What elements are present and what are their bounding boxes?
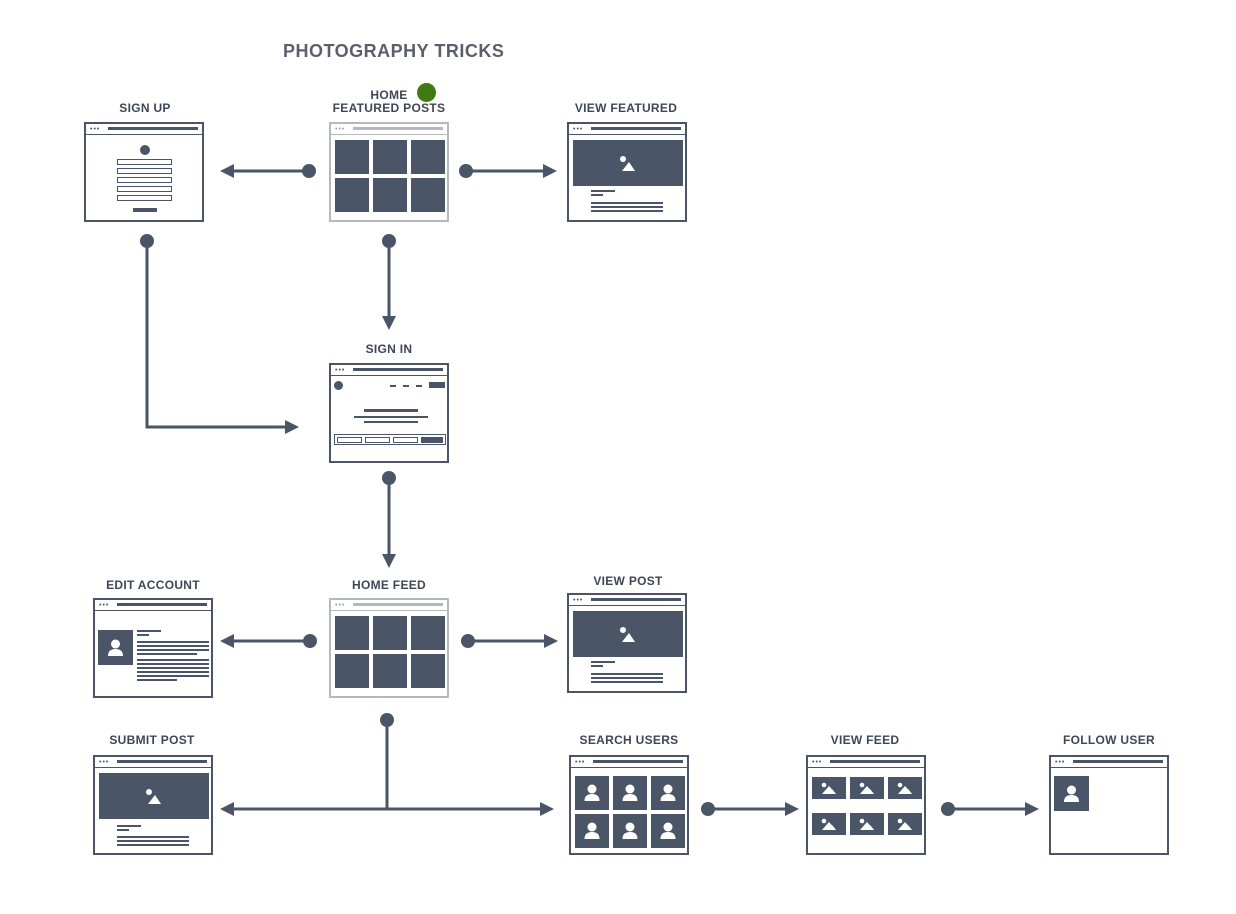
arrow-head — [285, 420, 299, 434]
image-icon — [859, 782, 874, 794]
user-icon — [108, 639, 123, 656]
connector-start-dot — [302, 164, 316, 178]
connector-start-dot — [140, 234, 154, 248]
screen-edit-account: ••• — [93, 598, 213, 698]
label-submit-post: SUBMIT POST — [109, 733, 195, 747]
user-icon — [584, 822, 600, 839]
screen-sign-in: ••• — [329, 363, 449, 463]
user-icon — [660, 822, 676, 839]
screen-sign-up: ••• — [84, 122, 204, 222]
user-icon — [660, 784, 676, 801]
image-icon — [897, 782, 912, 794]
image-icon — [859, 818, 874, 830]
image-icon — [146, 789, 161, 804]
arrow-head — [220, 634, 234, 648]
arrow-head — [543, 164, 557, 178]
image-icon — [897, 818, 912, 830]
image-icon — [620, 627, 635, 642]
screen-home-featured: ••• — [329, 122, 449, 222]
user-tile — [613, 814, 647, 848]
form-field — [117, 195, 172, 201]
feed-image-tile — [850, 777, 884, 799]
user-icon — [622, 784, 638, 801]
form-field — [117, 168, 172, 174]
image-icon — [821, 782, 836, 794]
label-home: HOME — [370, 88, 408, 102]
arrow-head — [382, 316, 396, 330]
arrow-head — [220, 164, 234, 178]
label-view-post: VIEW POST — [593, 574, 663, 588]
connector-start-dot — [380, 713, 394, 727]
screen-home-feed: ••• — [329, 598, 449, 698]
label-home-feed: HOME FEED — [351, 578, 427, 592]
screen-submit-post: ••• — [93, 755, 213, 855]
user-avatar — [140, 145, 150, 155]
form-field — [117, 177, 172, 183]
label-edit-account: EDIT ACCOUNT — [106, 578, 200, 592]
user-tile — [651, 814, 685, 848]
diagram-title: PHOTOGRAPHY TRICKS — [283, 41, 505, 61]
arrow-head — [540, 802, 554, 816]
label-search-users: SEARCH USERS — [579, 733, 679, 747]
connector-start-dot — [941, 802, 955, 816]
image-icon — [620, 156, 635, 171]
connector-start-dot — [701, 802, 715, 816]
form-field — [117, 159, 172, 165]
connector-start-dot — [382, 471, 396, 485]
user-icon — [622, 822, 638, 839]
user-tile — [575, 814, 609, 848]
feed-image-tile — [888, 777, 922, 799]
logo — [334, 381, 343, 390]
screen-view-featured: ••• — [567, 122, 687, 222]
label-sign-up: SIGN UP — [119, 101, 171, 115]
arrow-head — [544, 634, 558, 648]
status-dot — [417, 83, 436, 102]
user-icon — [584, 784, 600, 801]
connector-start-dot — [382, 234, 396, 248]
feed-image-tile — [888, 813, 922, 835]
screen-follow-user: ••• — [1049, 755, 1169, 855]
screen-view-post: ••• — [567, 593, 687, 693]
arrow-head — [220, 802, 234, 816]
user-tile — [651, 776, 685, 810]
user-tile — [575, 776, 609, 810]
connector-start-dot — [459, 164, 473, 178]
feed-image-tile — [850, 813, 884, 835]
label-view-feed: VIEW FEED — [830, 733, 900, 747]
connector-start-dot — [303, 634, 317, 648]
feed-image-tile — [812, 813, 846, 835]
submit-block — [133, 208, 157, 212]
screen-search-users: ••• — [569, 755, 689, 855]
label-view-featured: VIEW FEATURED — [574, 101, 678, 115]
screen-view-feed: ••• — [806, 755, 926, 855]
label-featured-posts: FEATURED POSTS — [332, 101, 446, 115]
label-follow-user: FOLLOW USER — [1063, 733, 1155, 747]
user-tile — [613, 776, 647, 810]
arrow-head — [382, 554, 396, 568]
connector-start-dot — [461, 634, 475, 648]
form-field — [117, 186, 172, 192]
label-sign-in: SIGN IN — [365, 342, 413, 356]
arrow-head — [1025, 802, 1039, 816]
image-icon — [821, 818, 836, 830]
arrow-head — [785, 802, 799, 816]
feed-image-tile — [812, 777, 846, 799]
user-icon — [1064, 785, 1079, 802]
